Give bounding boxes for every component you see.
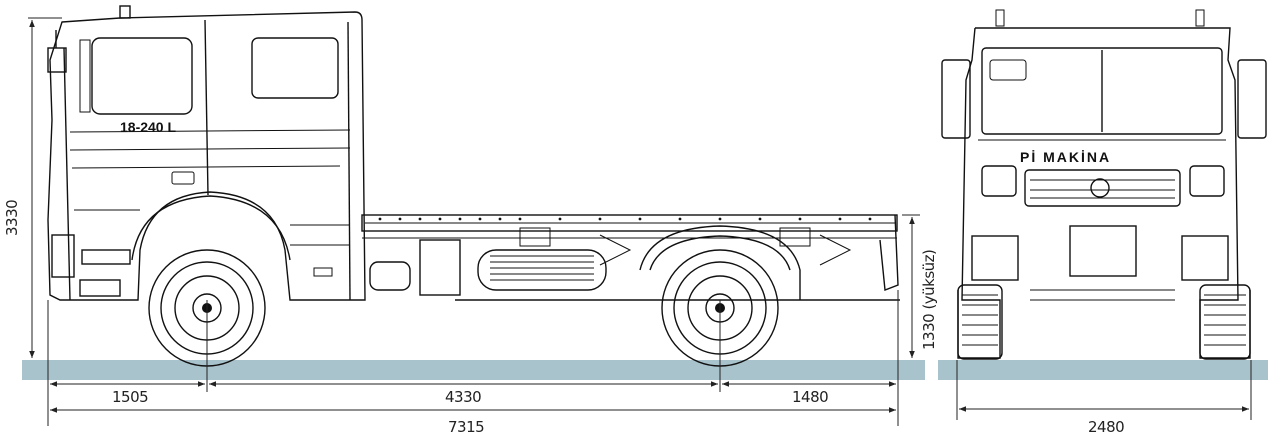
brand-text: Pİ MAKİNA (1020, 149, 1111, 165)
dim-width: 2480 (1088, 418, 1124, 436)
ground-bar-front (938, 360, 1268, 380)
dim-height-total: 3330 (3, 200, 21, 236)
chassis-rivets (378, 217, 872, 221)
dim-wheelbase: 4330 (445, 388, 481, 406)
truck-side-view (47, 5, 900, 301)
dim-front-overhang: 1505 (112, 388, 148, 406)
ground-bar-side (22, 360, 925, 380)
dim-rear-overhang: 1480 (792, 388, 828, 406)
dim-overall-length: 7315 (448, 418, 484, 436)
model-label: 18-240 L (120, 119, 176, 135)
truck-front-view (941, 9, 1267, 360)
dim-frame-height: 1330 (yüksüz) (920, 250, 938, 350)
